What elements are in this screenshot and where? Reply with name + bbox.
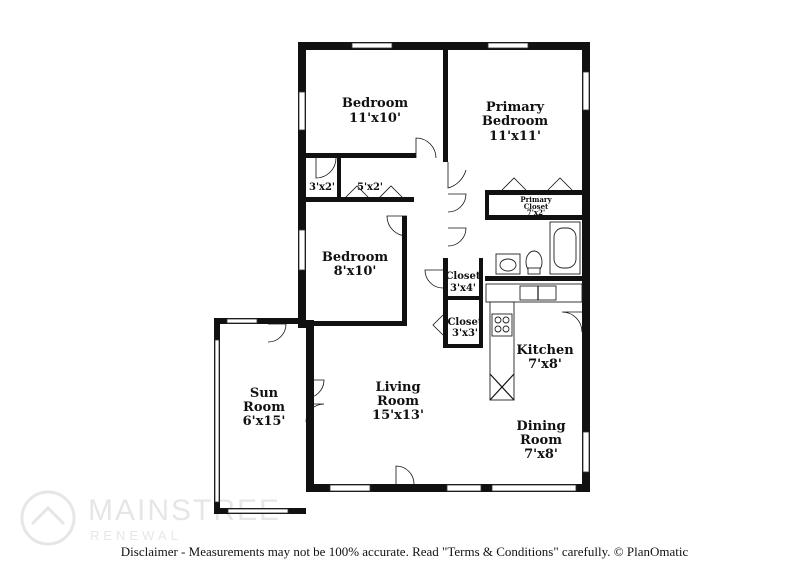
wall-sunroom-north (214, 318, 306, 324)
kitchen-stove (491, 313, 513, 337)
label-living-name2: Room (377, 394, 419, 409)
label-sunroom-name1: Sun (250, 386, 279, 401)
label-primary-size: 11'x11' (489, 129, 541, 144)
label-closet-3x2: 3'x2' (309, 182, 335, 193)
logo-circle-icon (20, 490, 76, 546)
label-primary-name1: Primary (486, 100, 545, 115)
wall-primary-closet-north (485, 190, 582, 195)
burner-2 (502, 316, 510, 324)
door-kitchen (561, 311, 583, 333)
window-south-2 (446, 484, 482, 492)
door-closet-3x3 (432, 314, 444, 336)
window-west-2 (298, 229, 306, 271)
wall-closets-east (443, 258, 448, 348)
label-closet-3x3-name: Closet (447, 317, 482, 328)
label-primary-closet-size: 7'x2' (527, 208, 545, 217)
label-primary-closet-name2: Closet (524, 202, 549, 211)
wall-closets-east2 (479, 258, 483, 348)
wall-east (582, 42, 590, 492)
toilet-tank (527, 267, 541, 275)
window-sunroom-n (226, 318, 258, 324)
wall-closet-divider (337, 158, 341, 200)
label-primary-closet-name1: Primary (520, 195, 552, 204)
bathtub-basin (553, 227, 577, 269)
wall-primary-closet-west (485, 190, 489, 220)
window-south-1 (329, 484, 371, 492)
label-closet-3x4-size: 3'x4' (450, 283, 476, 294)
bath-sink (499, 258, 517, 272)
wall-bedroom-south (306, 153, 416, 158)
window-east-2 (582, 431, 590, 473)
label-dining-size: 7'x8' (524, 447, 558, 462)
label-bedroom-mid-size: 8'x10' (334, 264, 377, 279)
label-living-size: 15'x13' (372, 408, 424, 423)
label-bedroom-ne-size: 11'x10' (349, 111, 401, 126)
label-primary-name2: Bedroom (482, 114, 549, 129)
label-sunroom-name2: Room (243, 400, 285, 415)
label-closet-5x2: 5'x2' (357, 182, 383, 193)
fixtures (485, 221, 583, 401)
label-closet-3x4-name: Closet (445, 271, 480, 282)
wall-primary-closet-south (485, 215, 582, 220)
room-labels: Bedroom 11'x10' Primary Bedroom 11'x11' … (243, 96, 575, 462)
wall-closets-south (306, 197, 414, 202)
label-dining-name1: Dining (516, 419, 565, 434)
burner-3 (494, 325, 502, 333)
door-closet-3x2 (315, 157, 337, 179)
wall-bedroom-divider (443, 50, 448, 162)
door-primary-closet (501, 177, 573, 191)
burner-4 (502, 325, 510, 333)
door-primary-bedroom (447, 162, 467, 189)
label-closet-3x3-size: 3'x3' (452, 328, 478, 339)
door-bath (447, 227, 467, 247)
wall-west-lower (306, 320, 314, 492)
window-sunroom-w (214, 339, 220, 503)
window-east-1 (582, 71, 590, 111)
doors (267, 137, 583, 485)
windows (214, 42, 590, 514)
door-hall (447, 193, 467, 213)
window-sunroom-s (227, 508, 289, 514)
logo-sub-text: RENEWAL (90, 528, 182, 543)
door-closet-5x2 (344, 185, 404, 199)
burner-1 (494, 316, 502, 324)
wall-bath-south (485, 276, 582, 281)
logo-house-icon (30, 505, 66, 526)
label-kitchen-name: Kitchen (516, 343, 574, 358)
wall-closet-bottom (443, 344, 483, 348)
door-sunroom-ext (267, 323, 287, 343)
interior-walls (306, 50, 582, 348)
door-bedroom-ne (415, 137, 437, 159)
door-sunroom (305, 379, 325, 423)
label-bedroom-ne-name: Bedroom (342, 96, 409, 111)
wall-west-upper (298, 42, 306, 328)
kitchen-appliance-x2 (489, 373, 515, 401)
label-living-name1: Living (375, 380, 420, 395)
door-closet-3x4 (424, 269, 444, 289)
label-bedroom-mid-name: Bedroom (322, 250, 389, 265)
window-south-3 (491, 484, 577, 492)
wall-bedroom2-south (306, 321, 407, 326)
door-bedroom-mid (386, 215, 408, 237)
wall-bedroom2-east (402, 216, 407, 326)
window-west-1 (298, 91, 306, 131)
door-front (395, 465, 415, 485)
disclaimer-text: Disclaimer - Measurements may not be 100… (120, 544, 689, 559)
label-dining-name2: Room (520, 433, 562, 448)
wall-closet-mid (443, 296, 483, 300)
label-sunroom-size: 6'x15' (243, 414, 286, 429)
wall-north (298, 42, 590, 50)
window-north-1 (351, 42, 393, 49)
mainstreet-renewal-logo: MAINSTREET RENEWAL (20, 490, 278, 546)
label-kitchen-size: 7'x8' (528, 357, 562, 372)
window-north-2 (487, 42, 529, 49)
